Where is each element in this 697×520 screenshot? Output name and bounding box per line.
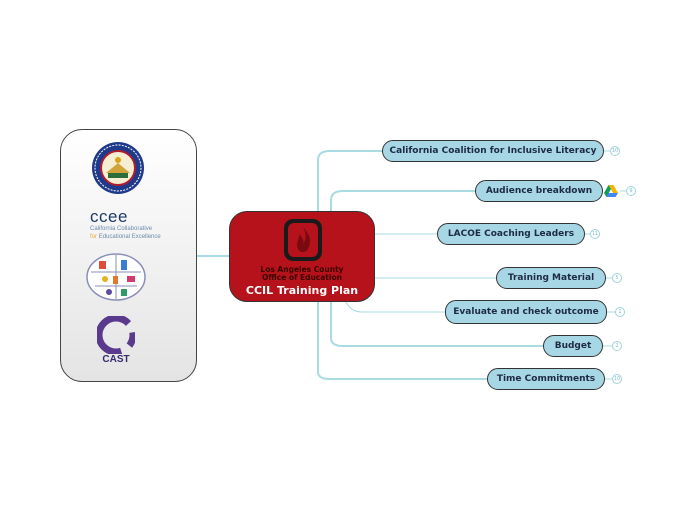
branch-collapse-badge[interactable]: 2 bbox=[612, 341, 622, 351]
branch-collapse-badge[interactable]: 1 bbox=[615, 307, 625, 317]
ccee-logo-title: ccee bbox=[90, 207, 128, 226]
branch-label: Time Commitments bbox=[496, 374, 596, 384]
google-drive-icon[interactable] bbox=[604, 185, 618, 197]
branch-california-coalition[interactable]: California Coalition for Inclusive Liter… bbox=[382, 140, 604, 162]
branch-collapse-badge[interactable]: 11 bbox=[590, 229, 600, 239]
branch-collapse-badge[interactable]: 10 bbox=[612, 374, 622, 384]
branch-label: California Coalition for Inclusive Liter… bbox=[389, 146, 597, 156]
branch-collapse-badge[interactable]: 10 bbox=[610, 146, 620, 156]
cast-logo-text: CAST bbox=[102, 354, 130, 365]
branch-label: Training Material bbox=[507, 273, 595, 283]
cde-seal-logo bbox=[92, 142, 144, 194]
branch-training-material[interactable]: Training Material bbox=[496, 267, 606, 289]
central-topic-title: CCIL Training Plan bbox=[245, 284, 359, 297]
ccee-logo-subtitle-2: Educational Excellence bbox=[98, 234, 161, 240]
partner-logos-panel: ccee California Collaborative for Educat… bbox=[60, 129, 197, 382]
branch-label: Evaluate and check outcome bbox=[453, 307, 599, 317]
central-topic-node[interactable]: Los Angeles County Office of Education C… bbox=[229, 211, 375, 302]
ccee-logo-subtitle-1: California Collaborative bbox=[90, 226, 153, 232]
org-name-line-1: Los Angeles County bbox=[260, 265, 344, 274]
branch-budget[interactable]: Budget bbox=[543, 335, 603, 357]
lacoe-flame-logo bbox=[284, 219, 322, 261]
branch-label: Budget bbox=[554, 341, 592, 351]
branch-collapse-badge[interactable]: 5 bbox=[612, 273, 622, 283]
branch-evaluate-outcome[interactable]: Evaluate and check outcome bbox=[445, 300, 607, 324]
branch-label: LACOE Coaching Leaders bbox=[447, 229, 575, 239]
cast-logo-mark bbox=[97, 316, 135, 354]
ccee-logo-subtitle-for: for bbox=[90, 234, 98, 240]
ccee-logo: ccee California Collaborative for Educat… bbox=[90, 208, 190, 241]
branch-audience-breakdown[interactable]: Audience breakdown bbox=[475, 180, 603, 202]
branch-lacoe-coaching-leaders[interactable]: LACOE Coaching Leaders bbox=[437, 223, 585, 245]
branch-label: Audience breakdown bbox=[485, 186, 593, 196]
branch-time-commitments[interactable]: Time Commitments bbox=[487, 368, 605, 390]
brain-illustration-logo bbox=[86, 253, 146, 301]
org-name-line-2: Office of Education bbox=[262, 273, 342, 282]
branch-collapse-badge[interactable]: 9 bbox=[626, 186, 636, 196]
